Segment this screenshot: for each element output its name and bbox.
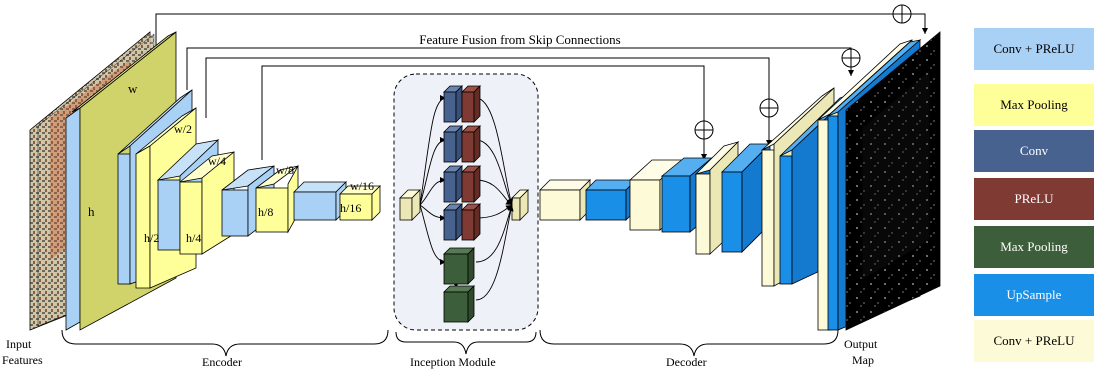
add-icon [892,4,912,24]
legend-item-7: Conv + PReLU [974,320,1094,362]
add-icon [759,98,779,118]
inception-branch-2 [443,125,481,163]
inception-branches [443,85,481,323]
dim-label-w8: w/8 [276,163,294,177]
output-label-1: Output [844,337,878,351]
inception-maxpool-2 [443,285,475,323]
inception-maxpool-1 [443,247,475,285]
inception-label: Inception Module [410,355,496,369]
skip-line-1 [155,13,928,50]
decoder-upsample-1 [585,179,637,221]
skip-line-4 [261,65,707,160]
add-icon [841,48,861,68]
inception-brace [395,331,537,355]
encoder-brace [61,329,389,357]
input-label-1: Input [6,337,32,351]
legend-item-label: Conv + PReLU [993,41,1075,56]
dim-label-w2: w/2 [174,122,192,136]
dim-label-h: h [88,204,95,219]
skip-title: Feature Fusion from Skip Connections [419,32,621,47]
decoder [539,31,941,331]
legend-item-label: Conv [1019,143,1049,158]
legend-item-label: Max Pooling [1000,239,1068,254]
dim-label-h2: h/2 [144,231,160,245]
legend-item-label: PReLU [1014,191,1054,206]
inception-branch-1 [443,85,481,123]
legend-item-6: UpSample [974,274,1094,316]
encoder [65,31,381,331]
braces [61,329,839,357]
dim-label-h16: h/16 [340,201,362,215]
dim-label-w16: w/16 [350,179,374,193]
decoder-label: Decoder [666,355,707,369]
inception-branch-3 [443,165,481,203]
output-label-2: Map [852,353,874,367]
dim-label-w4: w/4 [208,154,226,168]
legend-item-5: Max Pooling [974,226,1094,268]
legend-item-label: UpSample [1006,287,1062,302]
encoder-label: Encoder [202,355,242,369]
encoder-conv-w [65,107,81,331]
input-label-2: Features [2,353,43,367]
legend-item-label: Max Pooling [1000,97,1068,112]
dim-label-h4: h/4 [186,231,202,245]
decoder-conv-1 [539,179,591,221]
decoder-brace [539,329,839,357]
dim-label-w: w [128,81,138,96]
output-map-image [845,31,941,331]
encoder-conv-w2-face [117,153,131,285]
legend-item-4: PReLU [974,178,1094,220]
legend-item-1: Conv + PReLU [974,28,1094,70]
add-symbols [694,4,912,140]
dim-label-h8: h/8 [258,205,274,219]
legend-item-2: Max Pooling [974,84,1094,126]
legend-item-3: Conv [974,130,1094,172]
legend-item-label: Conv + PReLU [993,333,1075,348]
inception-module [393,73,539,331]
add-icon [694,120,714,140]
inception-branch-4 [443,203,481,241]
